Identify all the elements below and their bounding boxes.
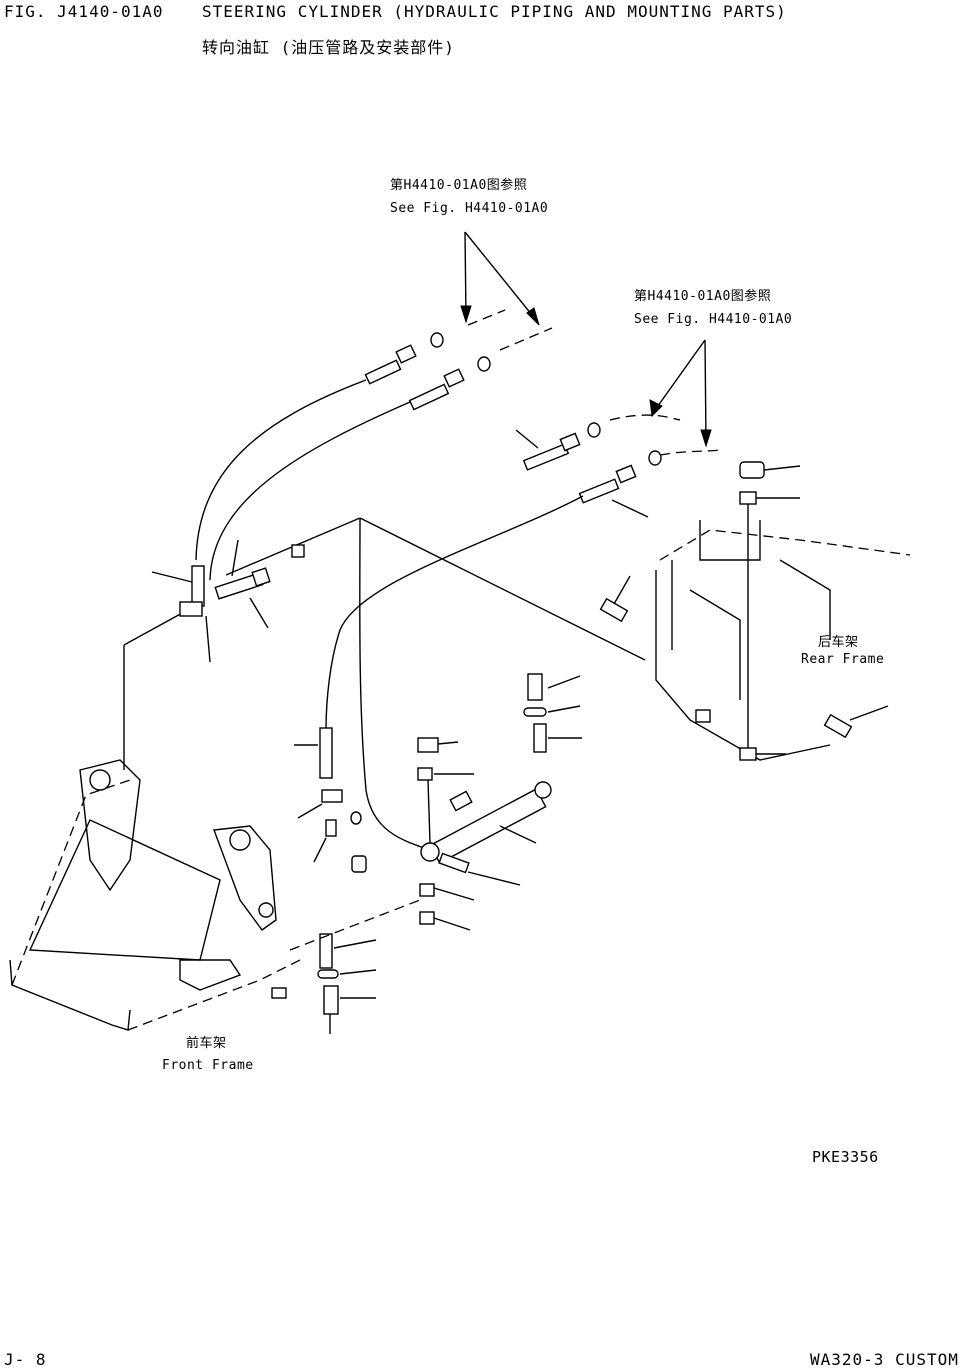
tee-fitting-cluster <box>151 539 305 663</box>
drawing-code: PKE3356 <box>812 1148 879 1166</box>
pin-bolt-set-lower <box>317 883 475 1034</box>
rear-frame <box>599 461 911 761</box>
hose-assembly-upper <box>195 309 553 581</box>
pin-bolt-set-upper <box>417 673 582 844</box>
model-name: WA320-3 CUSTOM <box>810 1350 959 1369</box>
steering-cylinder <box>420 781 552 886</box>
reference-note-2-chinese: 第H4410-01A0图参照 <box>634 289 772 304</box>
figure-number: FIG. J4140-01A0 <box>4 2 164 21</box>
fittings-left-centre <box>294 727 367 873</box>
figure-title-chinese: 转向油缸 (油压管路及安装部件) <box>202 38 455 57</box>
reference-arrows-2 <box>649 339 712 448</box>
front-frame-label: Front Frame <box>162 1058 254 1073</box>
figure-title: STEERING CYLINDER (HYDRAULIC PIPING AND … <box>202 2 787 21</box>
front-frame-label-chinese: 前车架 <box>186 1036 227 1051</box>
hose-assembly-middle <box>325 414 721 731</box>
rear-frame-label-chinese: 后车架 <box>818 635 859 650</box>
reference-note-2: See Fig. H4410-01A0 <box>634 312 793 327</box>
reference-arrows-1 <box>460 231 540 326</box>
rear-frame-label: Rear Frame <box>801 652 885 667</box>
reference-note-1-chinese: 第H4410-01A0图参照 <box>390 178 528 193</box>
front-frame <box>9 759 421 1031</box>
page-number: J- 8 <box>4 1350 47 1369</box>
reference-note-1: See Fig. H4410-01A0 <box>390 201 549 216</box>
assembly-lines <box>123 517 646 851</box>
